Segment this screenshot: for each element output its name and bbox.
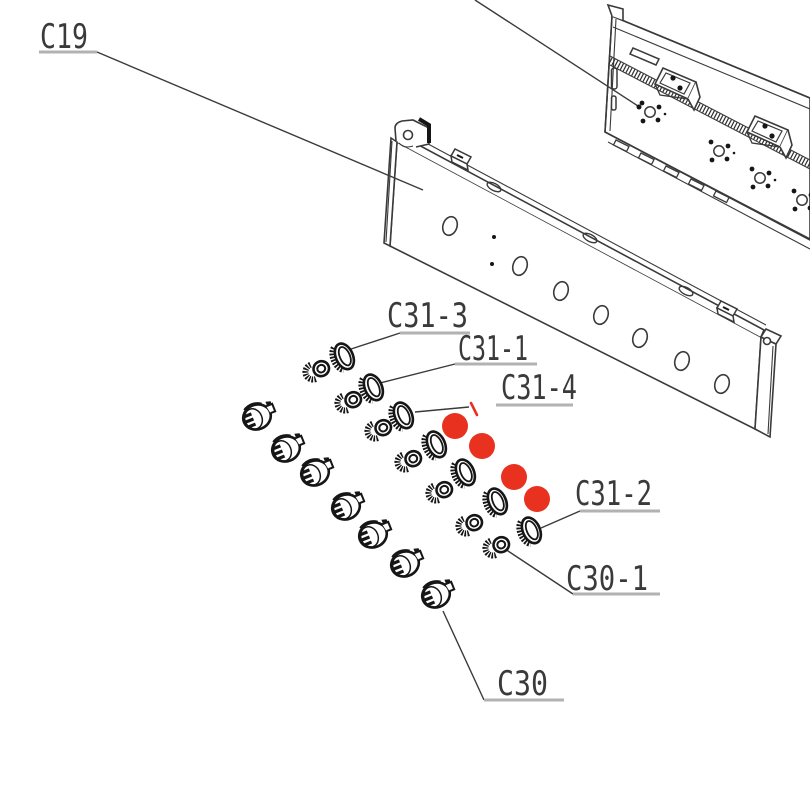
leader-end-dot (636, 104, 642, 110)
knob-c30 (416, 573, 460, 614)
panel-left-cap-line (385, 140, 393, 243)
red-tick-mark (469, 401, 479, 417)
red-highlight-dot (501, 464, 527, 490)
control-panel (383, 117, 783, 439)
leader-line-c31-3 (347, 332, 401, 351)
leader-line-c31-1 (379, 363, 456, 384)
panel-right-cap-line (767, 345, 774, 435)
offscreen-leader-line (474, 0, 639, 107)
ring-c30-1 (303, 359, 331, 382)
knob-c30 (237, 395, 281, 436)
control-board-bracket (604, 3, 810, 250)
red-highlight-dot (442, 413, 468, 439)
board-window-slot (628, 47, 661, 66)
ring-c30-1 (426, 480, 454, 503)
part-label-c31-1: C31-1 (458, 329, 528, 369)
leader-line-c19 (96, 51, 424, 191)
board-slot (610, 95, 617, 111)
right-tab-hole (762, 336, 772, 346)
red-highlights (442, 401, 550, 512)
red-highlight-dot (469, 433, 495, 459)
bezel-ring-c31 (481, 486, 511, 519)
bezel-ring-c31 (515, 515, 545, 548)
knob-c30 (266, 427, 310, 468)
board-top-inner-line (612, 26, 810, 110)
ring-c30-1 (365, 418, 393, 441)
part-label-c19: C19 (40, 17, 88, 57)
part-label-c31-2: C31-2 (575, 474, 652, 514)
ring-c30-1 (395, 449, 423, 472)
board-left-inner-line (609, 18, 617, 132)
red-highlight-dot (524, 486, 550, 512)
bracket-curve (398, 142, 414, 148)
knurl-band-texture (608, 57, 810, 168)
ring-c30-1 (335, 390, 363, 413)
leader-line-c30-1 (504, 548, 574, 595)
bracket-dark-tab (417, 117, 431, 143)
part-label-c30-1: C30-1 (566, 559, 648, 599)
leader-line-c31-4 (414, 406, 470, 413)
part-label-c31-4: C31-4 (501, 368, 577, 408)
knob-c30 (295, 451, 339, 492)
knob-c30 (353, 513, 397, 554)
board-left-edge (604, 15, 613, 133)
bezel-ring-c31 (449, 457, 479, 490)
panel-pilot-mark (492, 235, 496, 239)
panel-pilot-mark (490, 262, 494, 266)
knob-c30 (385, 542, 429, 583)
board-bottom-edge (604, 131, 810, 240)
ring-c30-1 (483, 535, 511, 558)
part-label-c31-3: C31-3 (387, 296, 468, 336)
bracket-screw-hole (402, 129, 414, 141)
board-slot (610, 67, 618, 90)
bezel-ring-c31 (328, 341, 358, 374)
knurl-band-bottom (609, 64, 810, 170)
leader-lines (96, 0, 642, 701)
board-top-tab (606, 3, 624, 20)
ring-c30-1 (456, 513, 484, 536)
board-top-edge (611, 15, 810, 99)
leader-line-c31-2 (540, 510, 581, 529)
knob-c30 (326, 485, 370, 526)
part-label-c30: C30 (497, 664, 548, 704)
leader-line-c30 (442, 610, 485, 701)
loose-parts (237, 341, 545, 614)
